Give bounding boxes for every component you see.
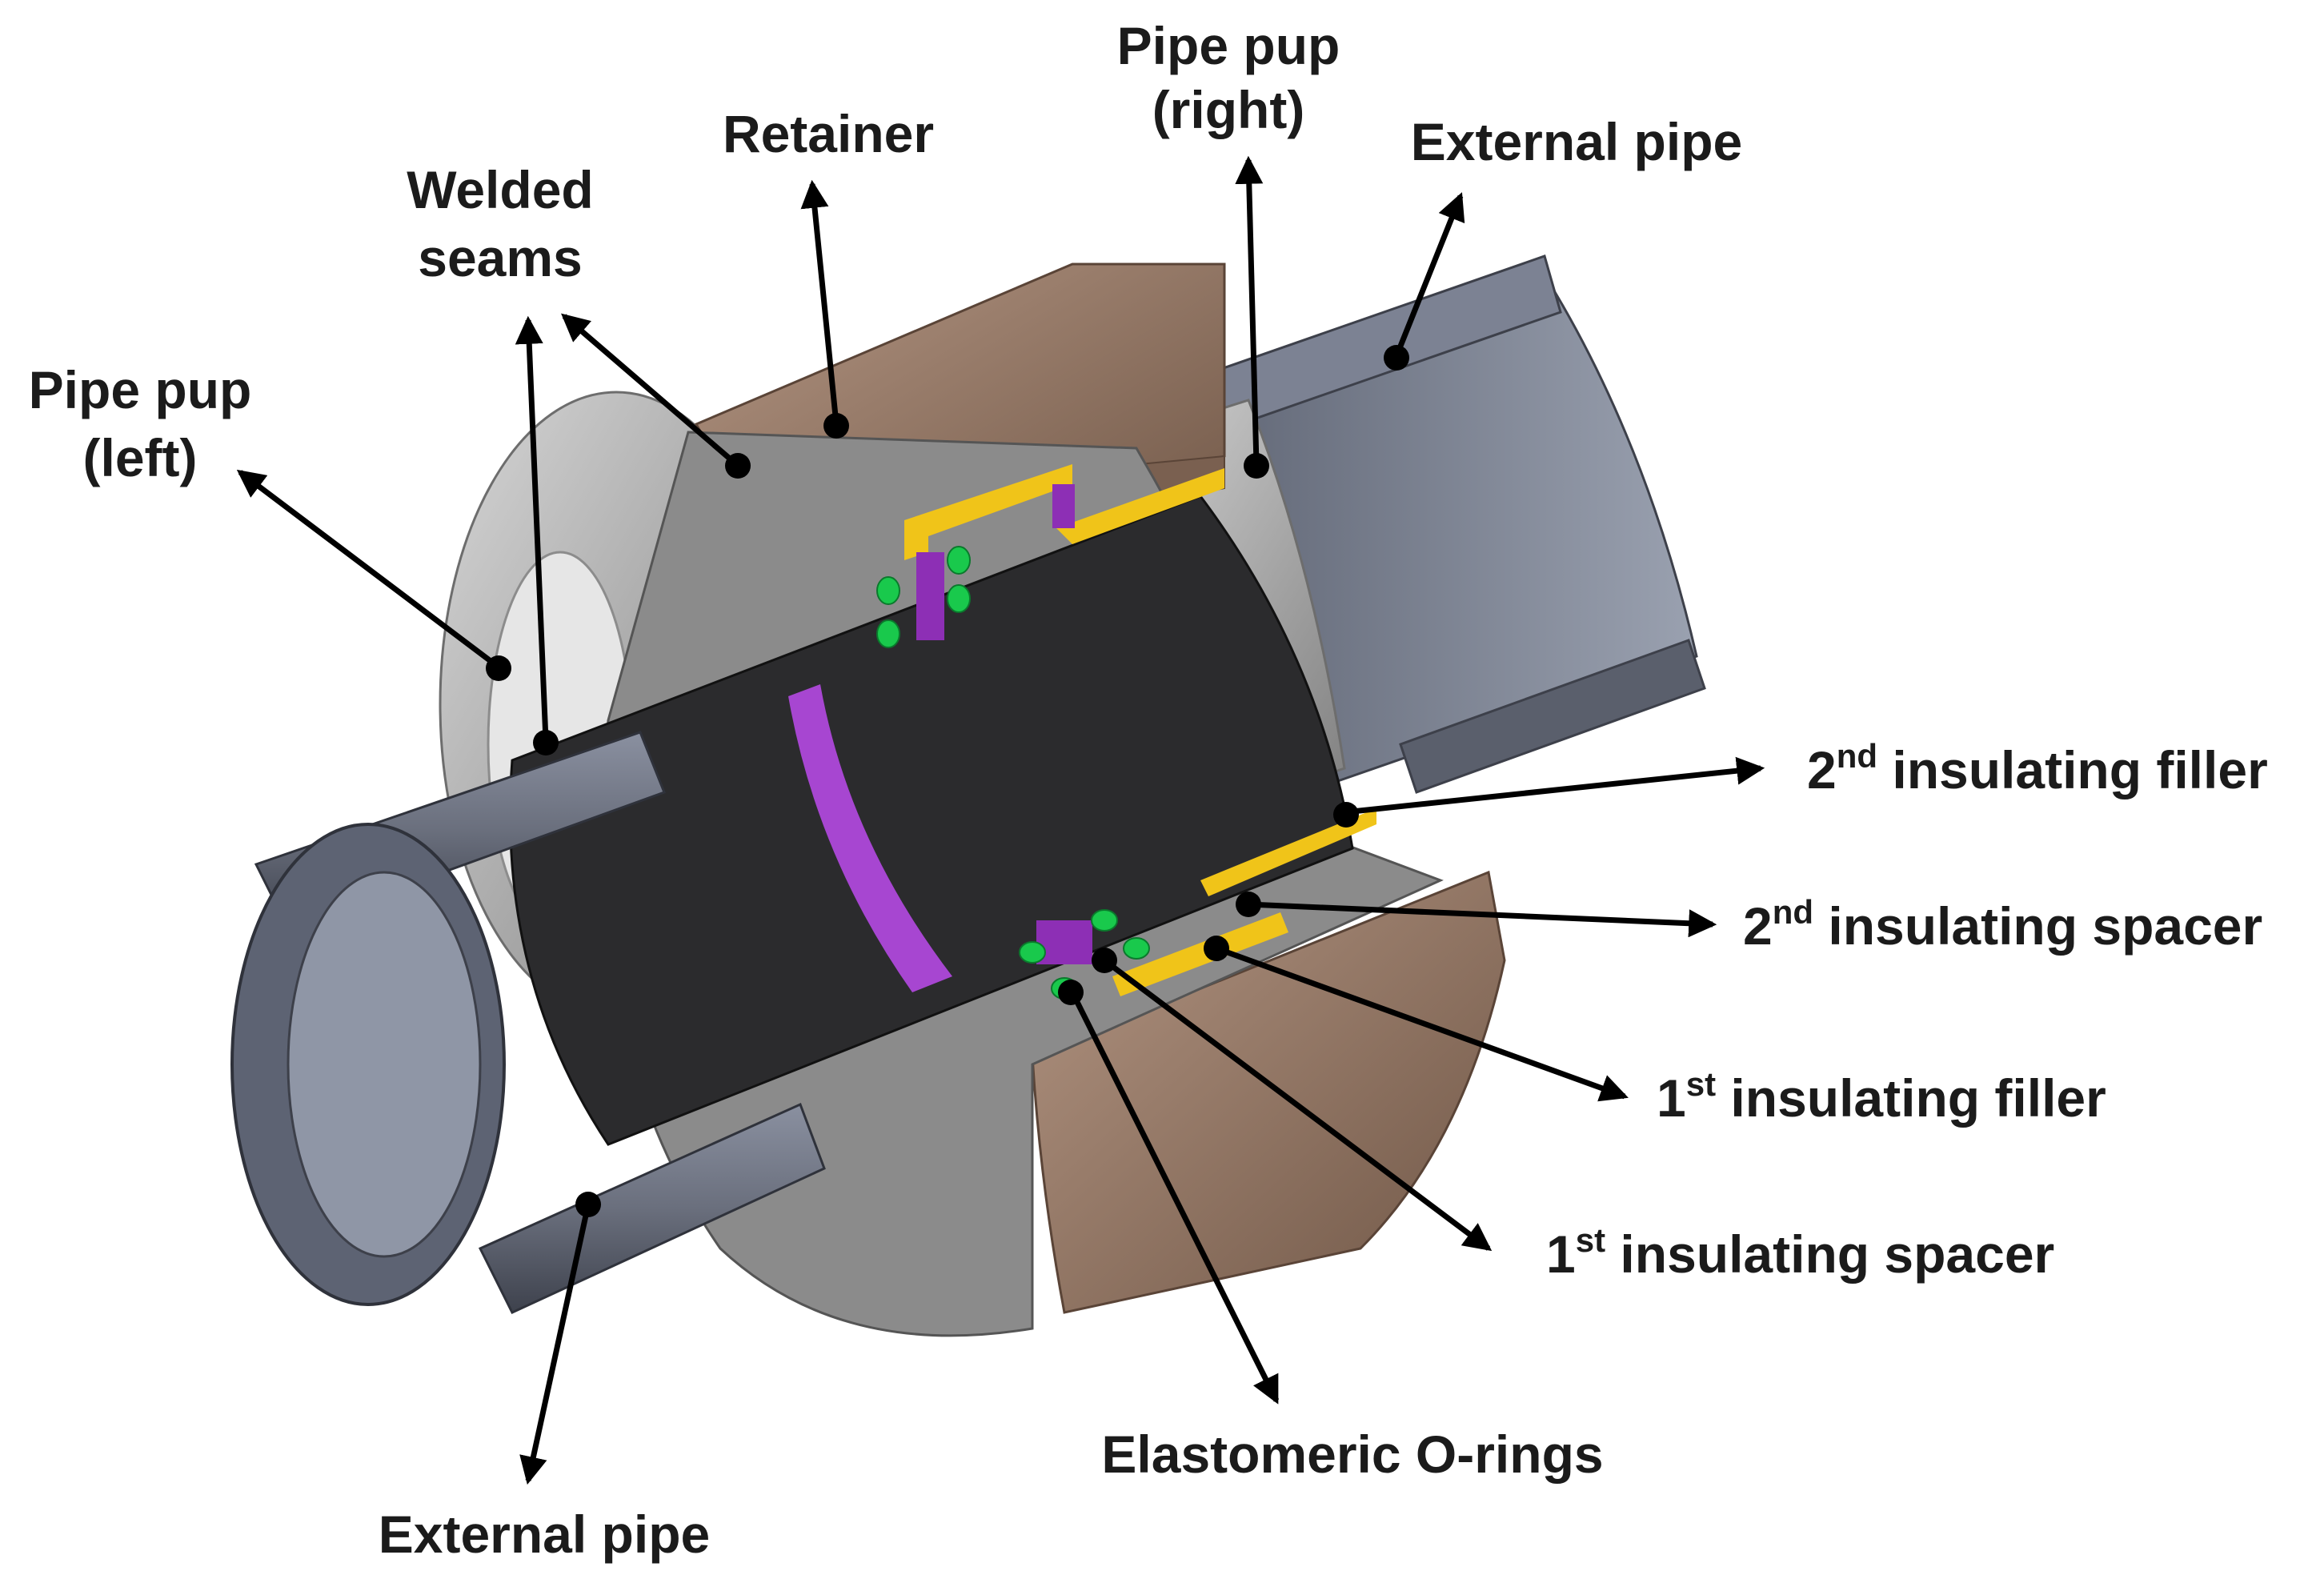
leader-dot [725, 453, 751, 479]
o-ring-icon [947, 584, 971, 613]
arrow-pipe-pup-left [236, 469, 503, 671]
label-external-pipe-bottom: External pipe [379, 1505, 710, 1564]
o-ring-icon [876, 576, 900, 605]
leader-dot [533, 730, 559, 755]
insulating-filler-bottom-2 [1200, 808, 1376, 896]
arrow-o-rings [1069, 991, 1280, 1405]
retainer-bottom [1031, 870, 1506, 1314]
o-ring-icon [1123, 937, 1150, 960]
o-ring-icon [876, 619, 900, 648]
external-pipe-right-bottom-rim [1399, 639, 1706, 794]
leader-dot [1244, 453, 1269, 479]
insulating-filler-bottom-1 [1112, 912, 1288, 996]
label-2nd-insulating-spacer: 2nd insulating spacer [1743, 893, 2262, 956]
insulating-spacer-band [788, 684, 952, 992]
label-text: insulating filler [1716, 1068, 2106, 1128]
label-pipe-pup-left-line2: (left) [83, 428, 198, 487]
o-ring-icon [1091, 909, 1118, 932]
leader-arrows [236, 155, 1765, 1485]
insulating-spacer-bottom [1036, 920, 1092, 964]
leader-dot [575, 1192, 601, 1217]
label-retainer: Retainer [723, 104, 934, 163]
insulating-filler-top-1 [904, 464, 1072, 560]
label-number: 2 [1807, 740, 1837, 800]
arrow-pipe-pup-right [1235, 155, 1264, 465]
labels: Retainer Pipe pup (right) External pipe … [29, 16, 2268, 1564]
label-text: insulating spacer [1813, 896, 2262, 956]
label-elastomeric-o-rings: Elastomeric O-rings [1101, 1425, 1603, 1484]
joint-illustration [230, 254, 1706, 1337]
o-rings-bottom [1019, 909, 1150, 1000]
o-ring-icon [947, 546, 971, 575]
arrow-external-pipe-top [1393, 192, 1465, 358]
label-number: 2 [1743, 896, 1773, 956]
leader-dot [1092, 948, 1117, 973]
leader-dot [486, 655, 511, 681]
insulating-spacer-top [1052, 484, 1075, 528]
arrow-retainer [800, 179, 839, 425]
label-2nd-insulating-filler: 2nd insulating filler [1807, 737, 2268, 800]
label-number: 1 [1657, 1068, 1686, 1128]
label-superscript: nd [1773, 893, 1813, 931]
insulating-filler-top-2 [1056, 468, 1224, 544]
label-number: 1 [1546, 1224, 1576, 1284]
arrow-external-pipe-bottom [519, 1204, 591, 1485]
insulating-spacer-top-2 [916, 552, 944, 640]
label-1st-insulating-spacer: 1st insulating spacer [1546, 1221, 2054, 1284]
label-superscript: nd [1837, 737, 1877, 775]
arrow-spacer-1 [1102, 958, 1493, 1252]
label-external-pipe-top: External pipe [1411, 112, 1742, 171]
arrow-welded-seam-b [561, 313, 739, 467]
arrow-filler-2 [1344, 756, 1765, 816]
o-rings-top [876, 546, 971, 648]
leader-dots [486, 345, 1409, 1217]
label-welded-seams-line1: Welded [407, 160, 593, 219]
label-welded-seams-line2: seams [418, 228, 583, 287]
label-pipe-pup-right-line2: (right) [1152, 80, 1305, 139]
o-ring-icon [1019, 941, 1046, 964]
label-pipe-pup-right-line1: Pipe pup [1117, 16, 1340, 75]
label-pipe-pup-left-line1: Pipe pup [29, 360, 252, 419]
leader-dot [823, 413, 849, 439]
arrow-welded-seam-a [515, 315, 549, 741]
label-text: insulating spacer [1605, 1224, 2054, 1284]
label-superscript: st [1576, 1221, 1605, 1259]
leader-dot [1384, 345, 1409, 371]
inner-liner [509, 495, 1354, 1146]
external-pipe-left-bore-inner [286, 871, 482, 1258]
arrow-spacer-2 [1248, 901, 1717, 938]
external-pipe-left-lower [478, 1102, 826, 1314]
label-superscript: st [1686, 1065, 1716, 1103]
leader-dot [1058, 980, 1084, 1005]
leader-dot [1236, 892, 1261, 917]
label-1st-insulating-filler: 1st insulating filler [1657, 1065, 2106, 1128]
leader-dot [1204, 936, 1229, 961]
label-text: insulating filler [1877, 740, 2268, 800]
leader-dot [1333, 802, 1359, 828]
arrow-filler-1 [1215, 945, 1629, 1102]
